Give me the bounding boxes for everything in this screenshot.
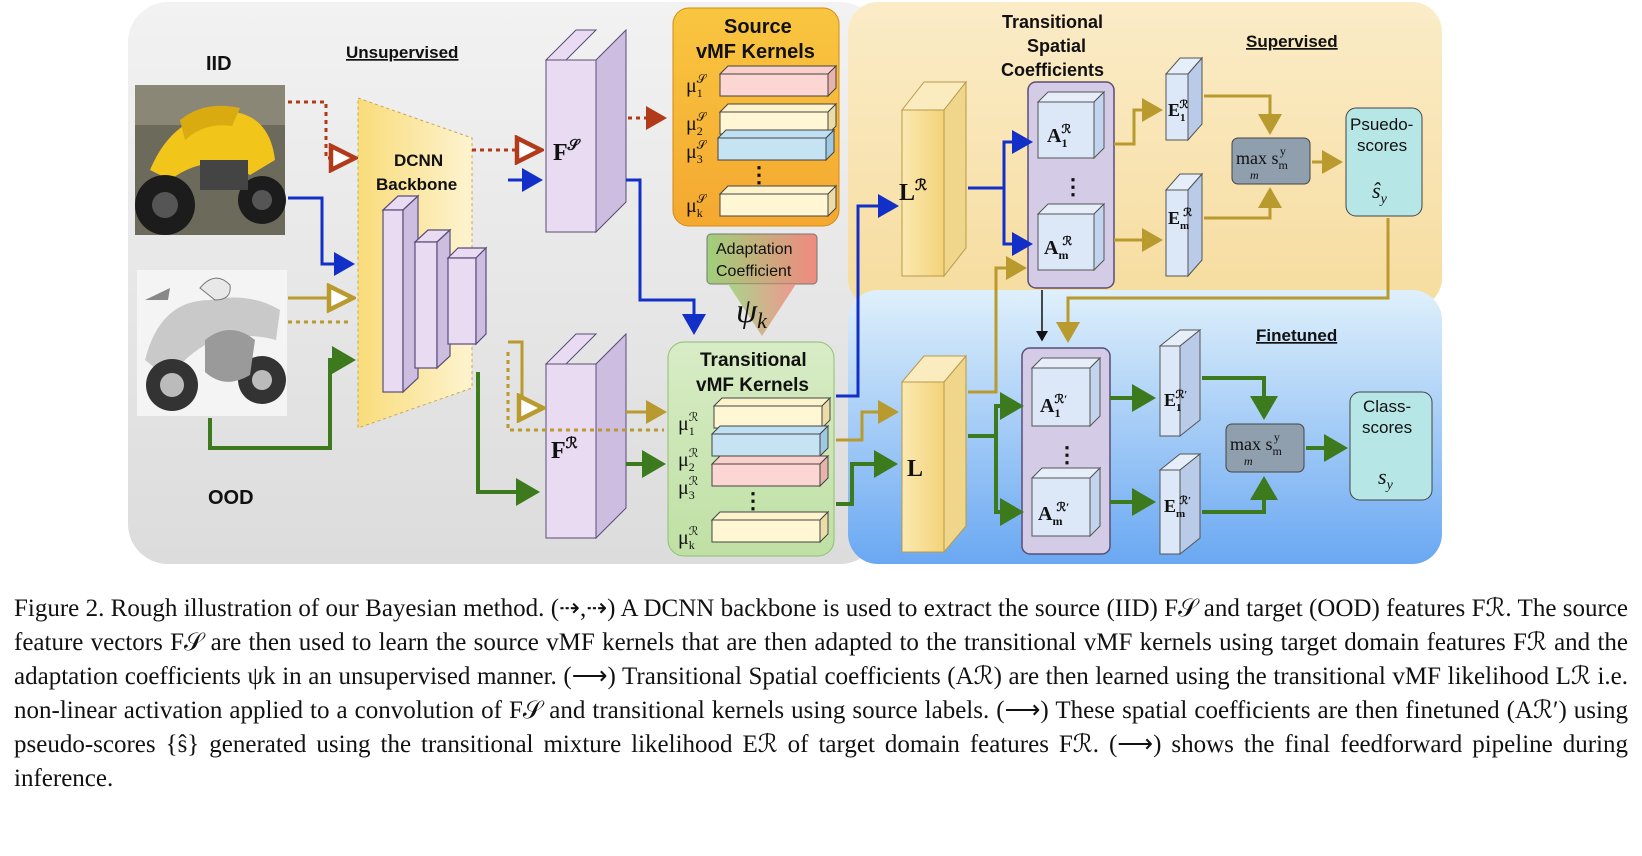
shat-label: ŝy bbox=[1372, 178, 1388, 207]
fr-label: Fℛ bbox=[551, 435, 578, 464]
l-label: L bbox=[907, 456, 923, 482]
mu-s-3: μ3𝒮 bbox=[686, 138, 708, 166]
source-feature-block bbox=[544, 28, 627, 234]
a-supervised-cubes bbox=[1036, 90, 1106, 272]
red-dotted-arrows bbox=[288, 100, 667, 158]
source-kernel-dots: ⋮ bbox=[748, 162, 770, 187]
l-likelihood-block bbox=[900, 354, 968, 554]
adaptation-label-1: Adaptation bbox=[716, 241, 793, 258]
e-blocks bbox=[1158, 56, 1204, 556]
ood-label: OOD bbox=[208, 487, 254, 509]
e-r-prime-1-label: E1ℛ′ bbox=[1164, 389, 1187, 414]
supervised-label: Supervised bbox=[1246, 32, 1338, 51]
max-ft-under: m bbox=[1244, 454, 1253, 468]
e-r-prime-m-label: Emℛ′ bbox=[1164, 495, 1191, 520]
finetuned-label: Finetuned bbox=[1256, 326, 1337, 345]
psi-k-label: ψk bbox=[736, 293, 768, 333]
target-feature-block bbox=[544, 332, 627, 540]
a-r-prime-1-label: A1ℛ′ bbox=[1040, 392, 1067, 420]
supervised-region bbox=[848, 2, 1442, 308]
adaptation-label-2: Coefficient bbox=[716, 263, 792, 280]
backbone-conv-layers bbox=[381, 194, 488, 394]
blue-arrows bbox=[288, 130, 1033, 398]
e-r-m-label: Emℛ bbox=[1168, 207, 1192, 232]
a-r-1-label: A1ℛ bbox=[1047, 122, 1071, 150]
lr-label: Lℛ bbox=[899, 177, 927, 206]
pseudo-label-2: scores bbox=[1357, 136, 1407, 155]
tsc-title-1: Transitional bbox=[1002, 12, 1103, 32]
a-r-prime-m-label: Amℛ′ bbox=[1038, 500, 1069, 528]
max-operator-finetuned bbox=[1225, 423, 1305, 473]
max-operator-supervised bbox=[1231, 137, 1311, 185]
a-finetuned-dots: ⋮ bbox=[1056, 442, 1078, 467]
transitional-vmf-title-1: Transitional bbox=[700, 350, 807, 371]
source-kernels bbox=[716, 64, 838, 218]
transitional-vmf-title-2: vMF Kernels bbox=[696, 375, 809, 396]
mu-s-k: μk𝒮 bbox=[686, 192, 708, 220]
source-vmf-title-1: Source bbox=[724, 16, 792, 38]
max-ft-label: max smy bbox=[1230, 430, 1283, 458]
backbone-label-1: DCNN bbox=[394, 151, 443, 170]
mu-s-2: μ2𝒮 bbox=[686, 110, 708, 138]
caption-text: Figure 2. Rough illustration of our Baye… bbox=[14, 595, 1628, 792]
class-scores-box bbox=[1349, 391, 1433, 501]
tsc-title-2: Spatial bbox=[1027, 36, 1086, 56]
max-sup-label: max smy bbox=[1236, 144, 1289, 172]
mu-s-1: μ1𝒮 bbox=[686, 72, 708, 100]
mu-r-2: μ2ℛ bbox=[678, 446, 699, 474]
ood-snow-motorcycle-image bbox=[137, 270, 287, 416]
max-sup-under: m bbox=[1250, 168, 1259, 182]
mu-r-1: μ1ℛ bbox=[678, 410, 699, 438]
pseudo-scores-box bbox=[1345, 107, 1423, 217]
a-r-m-label: Amℛ bbox=[1044, 234, 1072, 262]
iid-label: IID bbox=[206, 53, 232, 75]
method-diagram: Unsupervised Supervised Finetuned IID OO… bbox=[128, 2, 1442, 564]
backbone-label-2: Backbone bbox=[376, 175, 457, 194]
class-label-1: Class- bbox=[1363, 397, 1411, 416]
adaptation-arrow bbox=[728, 284, 796, 336]
figure-caption: Figure 2. Rough illustration of our Baye… bbox=[14, 592, 1628, 796]
unsupervised-label: Unsupervised bbox=[346, 43, 458, 62]
fs-label: F𝒮 bbox=[553, 138, 582, 166]
mu-r-3: μ3ℛ bbox=[678, 474, 699, 502]
iid-motorcycle-image bbox=[135, 85, 286, 235]
green-arrows bbox=[208, 346, 1348, 526]
class-label-2: scores bbox=[1362, 418, 1412, 437]
e-r-1-label: E1ℛ bbox=[1168, 99, 1189, 124]
sy-label: sy bbox=[1378, 464, 1394, 493]
mu-r-k: μkℛ bbox=[678, 524, 699, 552]
yellow-arrows bbox=[288, 94, 1390, 442]
trans-kernel-dots: ⋮ bbox=[742, 488, 764, 513]
a-finetuned-cubes bbox=[1030, 356, 1102, 538]
a-supervised-dots: ⋮ bbox=[1062, 174, 1084, 199]
transitional-kernels bbox=[710, 396, 832, 544]
tsc-title-3: Coefficients bbox=[1001, 60, 1104, 80]
pseudo-label-1: Psuedo- bbox=[1350, 115, 1413, 134]
lr-likelihood-block bbox=[900, 80, 968, 278]
source-vmf-title-2: vMF Kernels bbox=[696, 41, 815, 63]
